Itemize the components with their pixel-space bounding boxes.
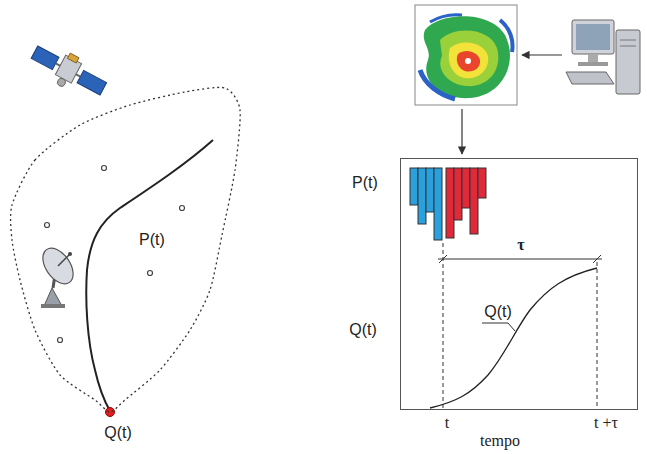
dimension-line [438,259,602,260]
outlet-label: Q(t) [104,424,132,442]
hydrograph-curve [430,268,597,408]
data-arrow [461,109,462,154]
rain-gauge-dots [45,166,185,343]
axis-title: tempo [480,432,520,450]
leader-line [482,323,515,331]
catchment-region: P(t) [0,80,250,425]
axis-label: P(t) [352,174,378,192]
computer-icon [566,20,640,94]
dimension-tick [593,255,601,263]
river-line [86,140,213,411]
time-tick-label: t [445,414,449,432]
curve-label: Q(t) [484,303,512,321]
chart-frame: τQ(t) [400,158,638,410]
time-tick-label: t +τ [594,414,618,432]
lag-time-label: τ [517,236,524,254]
axis-label: Q(t) [349,321,377,339]
rain-bars [410,168,486,240]
time-guide [597,262,598,409]
rain-label: P(t) [139,231,165,249]
weather-model-image [415,5,517,105]
catchment-outline [11,87,241,412]
satellite-icon [26,38,111,105]
catchment-outline [0,80,250,425]
radar-icon [37,243,80,308]
data-arrow [522,54,562,55]
dimension-tick [439,255,447,263]
time-guide [443,243,444,409]
outlet-point [106,408,115,417]
